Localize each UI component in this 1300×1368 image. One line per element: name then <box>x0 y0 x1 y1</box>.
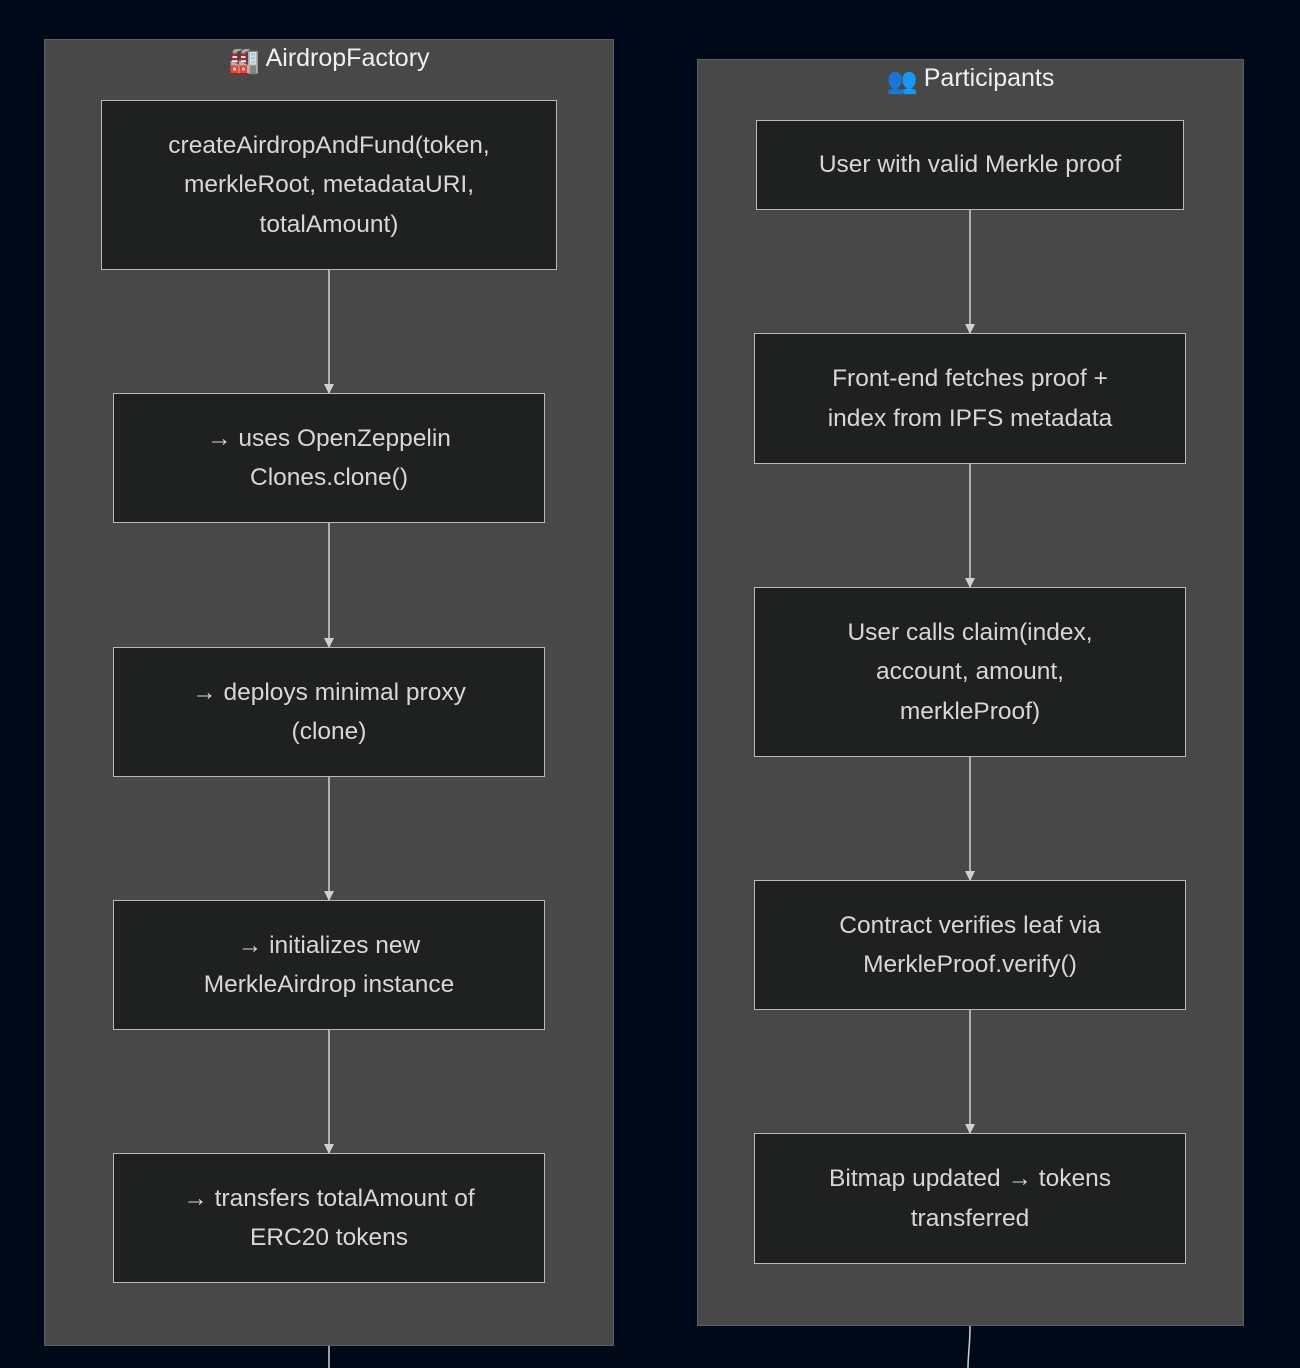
node-deploys-proxy: → deploys minimal proxy(clone) <box>113 647 545 777</box>
cluster-title-airdrop-factory: 🏭AirdropFactory <box>228 44 430 75</box>
node-fetch-proof: Front-end fetches proof +index from IPFS… <box>754 333 1186 464</box>
node-create-airdrop-and-fund: createAirdropAndFund(token,merkleRoot, m… <box>101 100 557 270</box>
node-user-calls-claim: User calls claim(index,account, amount,m… <box>754 587 1186 757</box>
factory-icon: 🏭 <box>228 47 260 75</box>
cluster-title-participants: 👥Participants <box>886 64 1055 95</box>
edge-bitmap-out <box>967 1325 971 1368</box>
people-icon: 👥 <box>886 67 918 95</box>
node-user-with-proof: User with valid Merkle proof <box>756 120 1184 210</box>
